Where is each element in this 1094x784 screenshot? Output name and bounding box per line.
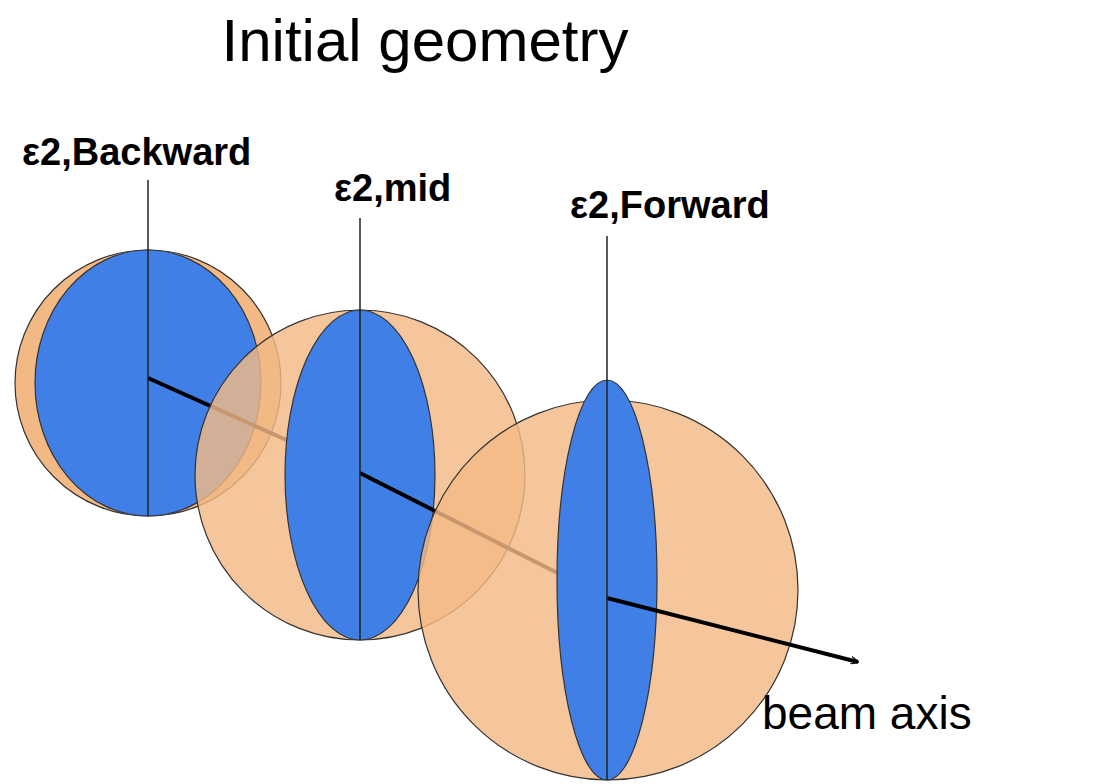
leader-line <box>606 236 608 780</box>
leader-line <box>359 218 361 640</box>
eccentricity-label: ε2,mid <box>334 168 451 210</box>
beam-axis-arrow <box>607 598 858 662</box>
leader-line <box>147 180 149 516</box>
axis-label: beam axis <box>762 688 972 739</box>
eccentricity-label: ε2,Backward <box>22 132 251 174</box>
eccentricity-label: ε2,Forward <box>570 185 770 227</box>
diagram-title: Initial geometry <box>0 8 850 74</box>
